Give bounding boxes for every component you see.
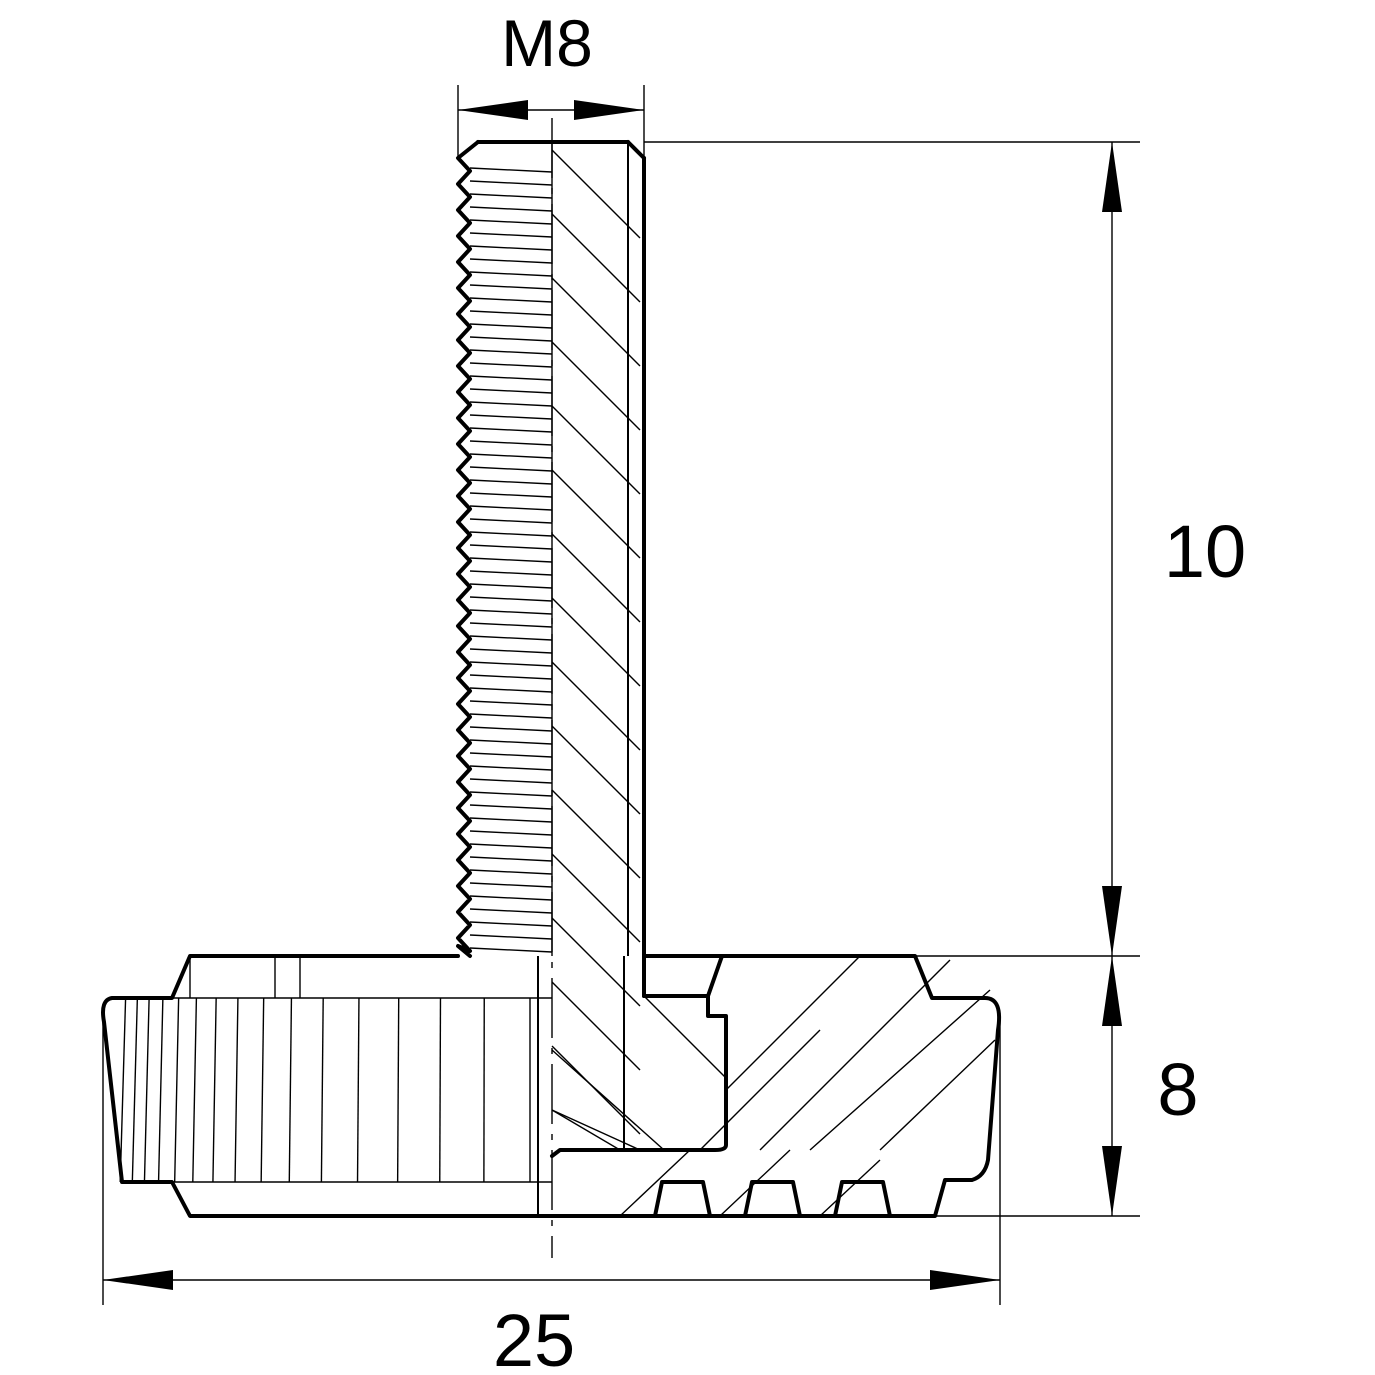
threaded-stud [456, 140, 646, 1151]
thread-size-label: M8 [501, 6, 593, 80]
dimension-width [102, 1020, 1001, 1305]
base-hatch [551, 955, 996, 1217]
dimension-m8 [457, 85, 645, 160]
width-label: 25 [493, 1299, 575, 1375]
stud-hatch [551, 149, 641, 1151]
thread-edge [456, 140, 480, 958]
thread-lines [469, 167, 553, 953]
base-foot [101, 954, 1002, 1218]
knurl-lines [119, 997, 531, 1183]
height-lower-label: 8 [1157, 1048, 1198, 1131]
dimension-height-upper [644, 141, 1140, 956]
height-upper-label: 10 [1164, 510, 1246, 593]
bottom-teeth [653, 1180, 892, 1218]
dimension-height-lower [915, 955, 1140, 1217]
base-outline [101, 954, 1002, 1218]
stud-insert [550, 994, 728, 1158]
